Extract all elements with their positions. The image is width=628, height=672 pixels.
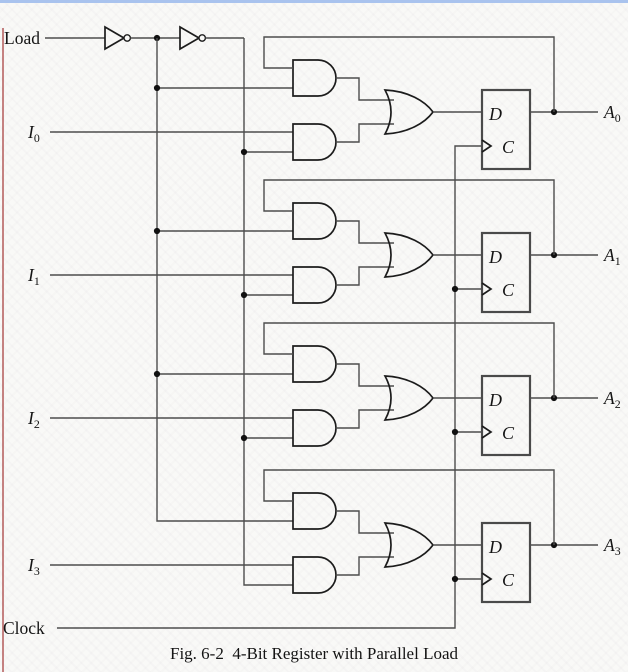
slide-top-border (0, 0, 628, 3)
junction-dot (451, 428, 459, 436)
input-label-I3: I3 (27, 555, 40, 578)
feedback-wire (263, 322, 555, 398)
flipflop-c-label: C (502, 137, 515, 157)
clock-edge-triangle-icon (481, 282, 493, 296)
junction-dot (240, 148, 248, 156)
register-stage-2: I2 DC A2 (27, 322, 621, 457)
clock-edge-triangle-icon (481, 572, 493, 586)
register-stage-0: I0 DC A0 (27, 36, 621, 171)
junction-dot (153, 227, 161, 235)
clock-bus (57, 145, 482, 629)
flipflop-d-label: D (488, 537, 502, 557)
and-gate (292, 556, 337, 594)
lower-and-output-wire (336, 409, 394, 429)
or-gate (383, 522, 435, 568)
input-label-I2: I2 (27, 408, 40, 431)
junction-dot (240, 434, 248, 442)
upper-and-output-wire (336, 510, 394, 534)
feedback-wire (263, 36, 555, 112)
inverter-bubble-icon (123, 34, 132, 42)
inverter-bubble-icon (198, 34, 207, 42)
flipflop-c-label: C (502, 570, 515, 590)
d-flipflop (480, 231, 532, 314)
d-flipflop (480, 521, 532, 604)
and-gate (292, 266, 337, 304)
output-label-A3: A3 (603, 535, 621, 558)
lower-and-output-wire (336, 123, 394, 143)
upper-and-output-wire (336, 220, 394, 244)
flipflop-c-label: C (502, 423, 515, 443)
clock-input-section: Clock (3, 145, 482, 638)
d-flipflop (480, 374, 532, 457)
clock-label: Clock (3, 618, 45, 638)
output-label-A2: A2 (603, 388, 621, 411)
register-stage-1: I1 DC A1 (27, 179, 621, 314)
flipflop-c-label: C (502, 280, 515, 300)
or-gate (383, 232, 435, 278)
junction-dot (153, 370, 161, 378)
flipflop-d-label: D (488, 247, 502, 267)
clock-edge-triangle-icon (481, 139, 493, 153)
flipflop-d-label: D (488, 104, 502, 124)
slide-left-border (2, 28, 4, 672)
feedback-wire (263, 179, 555, 255)
load-label: Load (4, 28, 40, 48)
upper-and-output-wire (336, 77, 394, 101)
and-gate (292, 59, 337, 97)
flipflop-d-label: D (488, 390, 502, 410)
lower-and-output-wire (336, 266, 394, 286)
lower-and-output-wire (336, 556, 394, 576)
load-input-section: Load (4, 25, 293, 586)
load-prime-bus (156, 38, 293, 522)
inverter-icon (179, 25, 201, 51)
upper-and-output-wire (336, 363, 394, 387)
junction-dot (451, 575, 459, 583)
and-gate (292, 345, 337, 383)
and-gate (292, 492, 337, 530)
input-label-I1: I1 (27, 265, 40, 288)
feedback-wire (263, 469, 555, 545)
register-stage-3: I3 DC A3 (27, 469, 621, 604)
junction-dot (451, 285, 459, 293)
junction-dot (240, 291, 248, 299)
and-gate (292, 202, 337, 240)
or-gate (383, 89, 435, 135)
output-label-A1: A1 (603, 245, 621, 268)
output-label-A0: A0 (603, 102, 621, 125)
junction-dot (153, 84, 161, 92)
figure-caption: Fig. 6-2 4-Bit Register with Parallel Lo… (169, 644, 458, 663)
d-flipflop (480, 88, 532, 171)
clock-edge-triangle-icon (481, 425, 493, 439)
input-label-I0: I0 (27, 122, 40, 145)
load-buffered-bus (243, 38, 293, 586)
inverter-icon (104, 25, 126, 51)
and-gate (292, 409, 337, 447)
or-gate (383, 375, 435, 421)
and-gate (292, 123, 337, 161)
